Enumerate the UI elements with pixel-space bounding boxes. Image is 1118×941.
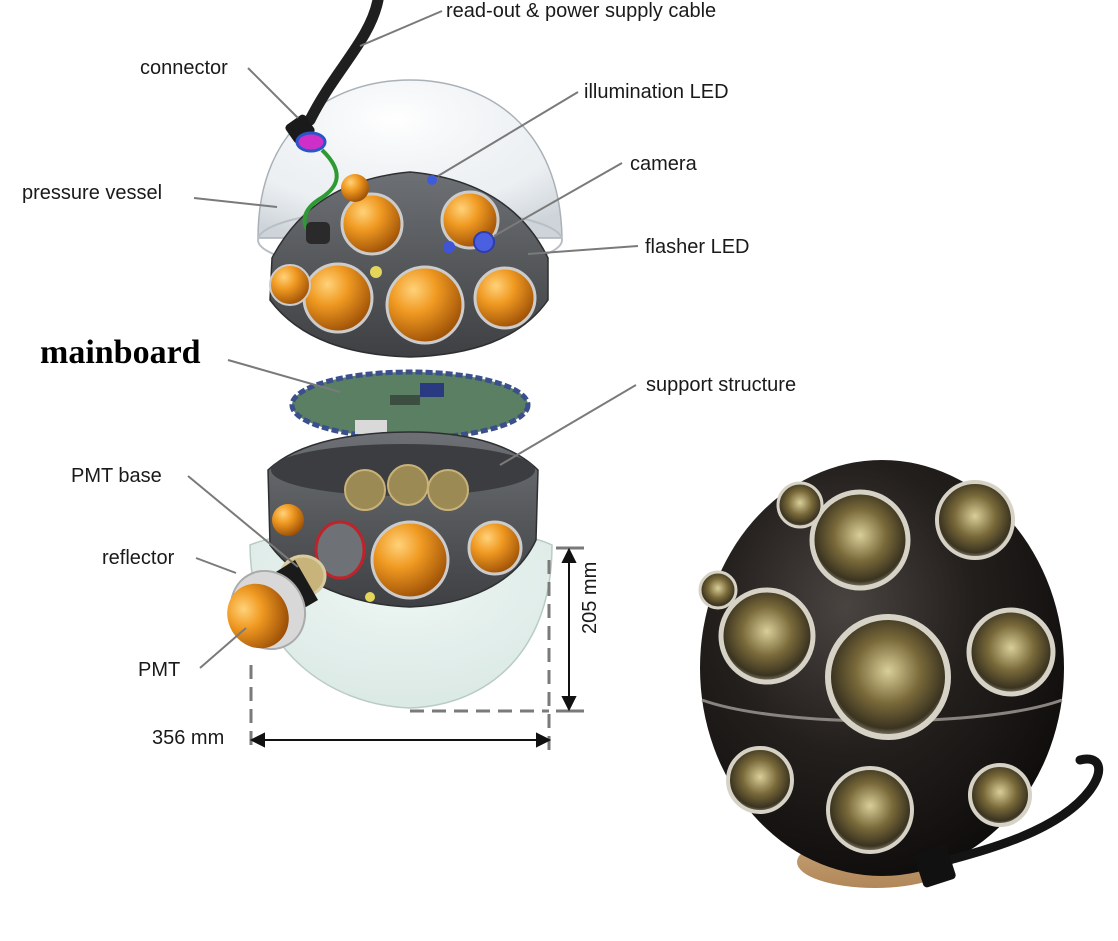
photo-pmt-window bbox=[935, 480, 1015, 560]
exploded-pmt bbox=[227, 554, 327, 651]
width-arrowhead-left bbox=[249, 732, 265, 748]
leader-camera bbox=[493, 162, 623, 237]
leader-pressure-vessel bbox=[193, 197, 278, 208]
photo-pmt-window bbox=[726, 746, 794, 814]
leader-connector bbox=[247, 67, 299, 119]
photo-pmt-window bbox=[826, 766, 914, 854]
leader-mainboard bbox=[227, 359, 341, 393]
illumination-led bbox=[427, 175, 437, 185]
mainboard-assembly bbox=[289, 369, 531, 441]
label-camera: camera bbox=[630, 153, 697, 175]
pmt-dome bbox=[467, 520, 523, 576]
label-cable: read-out & power supply cable bbox=[446, 0, 717, 22]
photo-pmt-window bbox=[825, 614, 951, 740]
leader-flasher-led bbox=[527, 245, 639, 255]
pmt-dome bbox=[385, 265, 465, 345]
penetrator bbox=[306, 222, 330, 244]
flasher-led bbox=[443, 241, 455, 253]
leader-illumination-led bbox=[437, 91, 579, 177]
leader-cable bbox=[359, 10, 443, 47]
camera-lens bbox=[473, 231, 495, 253]
readout-cable bbox=[304, 0, 384, 126]
label-reflector: reflector bbox=[102, 547, 175, 569]
pmt-dome bbox=[272, 504, 304, 536]
label-support-structure: support structure bbox=[646, 374, 797, 396]
pmt-dome bbox=[302, 262, 374, 334]
pmt-base-board bbox=[427, 469, 469, 511]
height-arrowhead-bottom bbox=[561, 696, 577, 712]
leader-reflector bbox=[195, 557, 237, 574]
photo-pmt-window bbox=[698, 570, 738, 610]
label-flasher-led: flasher LED bbox=[645, 236, 750, 258]
leader-support-structure bbox=[499, 384, 637, 466]
pmt-dome bbox=[341, 174, 369, 202]
leader-pmt-base bbox=[187, 475, 299, 568]
label-height-dimension: 205 mm bbox=[579, 561, 601, 634]
module-photo bbox=[698, 460, 1104, 888]
photo-pmt-window bbox=[718, 587, 816, 685]
label-mainboard: mainboard bbox=[40, 334, 201, 371]
leader-pmt bbox=[199, 627, 247, 669]
connector-ring bbox=[295, 131, 327, 153]
width-arrowhead-right bbox=[536, 732, 552, 748]
label-pressure-vessel: pressure vessel bbox=[22, 182, 163, 204]
chip bbox=[390, 395, 420, 405]
leader-lines bbox=[187, 10, 639, 669]
upper-hemisphere-assembly bbox=[257, 0, 563, 358]
chip bbox=[420, 383, 444, 397]
height-arrowhead-top bbox=[561, 547, 577, 563]
pmt-dome bbox=[340, 192, 404, 256]
pmt-socket bbox=[314, 520, 366, 580]
dimension-markers bbox=[249, 546, 584, 750]
chip bbox=[355, 420, 387, 434]
label-pmt: PMT bbox=[138, 659, 181, 681]
photo-pmt-window bbox=[776, 481, 824, 529]
flasher-led bbox=[370, 266, 382, 278]
photo-pmt-window bbox=[966, 607, 1056, 697]
dimension-arrows bbox=[249, 547, 577, 748]
label-illumination-led: illumination LED bbox=[584, 81, 729, 103]
pmt-dome bbox=[269, 264, 311, 306]
pmt-dome bbox=[473, 266, 537, 330]
pmt-base-board bbox=[344, 469, 386, 511]
photo-cable bbox=[925, 754, 1104, 870]
flasher-led bbox=[365, 592, 375, 602]
photo-pmt-window bbox=[968, 763, 1032, 827]
label-pmt-base: PMT base bbox=[71, 465, 162, 487]
label-connector: connector bbox=[140, 57, 228, 79]
photo-connector bbox=[914, 844, 956, 888]
label-width-dimension: 356 mm bbox=[152, 727, 225, 749]
pmt-dome bbox=[370, 520, 450, 600]
pmt-base-board bbox=[387, 464, 429, 506]
photo-pmt-window bbox=[809, 489, 911, 591]
